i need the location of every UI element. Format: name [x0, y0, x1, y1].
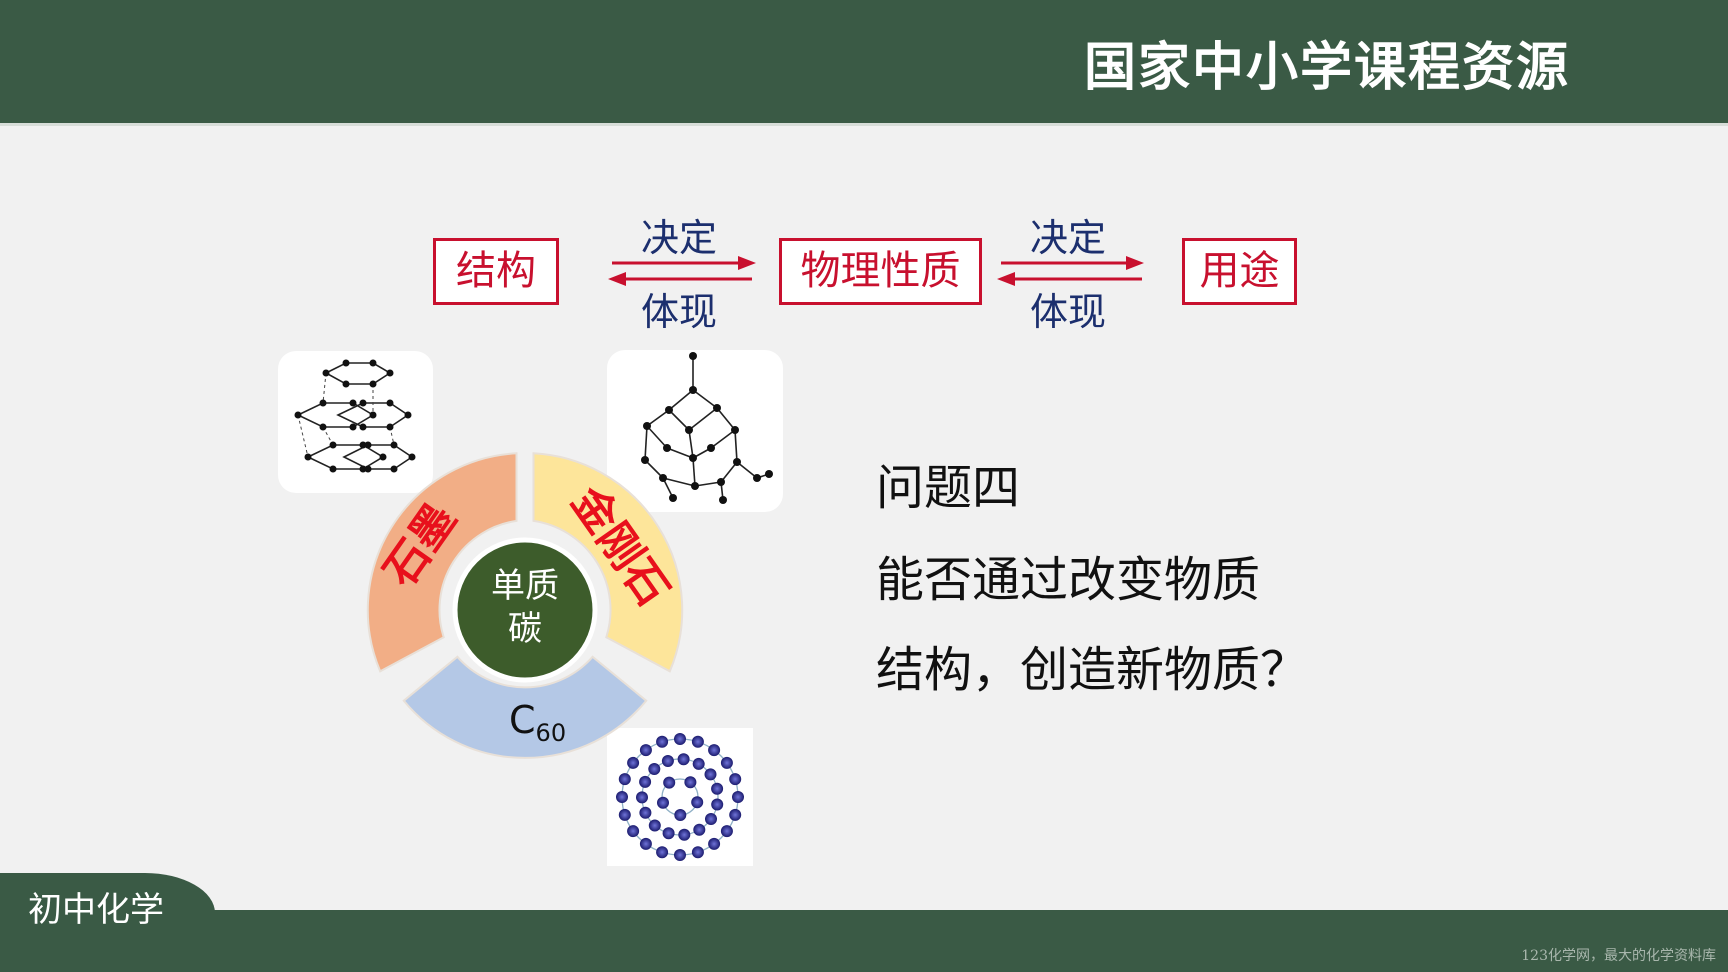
- graphite-structure-image: [278, 351, 433, 493]
- c60-atom: [618, 808, 631, 821]
- c60-atom: [729, 773, 742, 786]
- flow-node-use: 用途: [1182, 238, 1297, 305]
- c60-atom: [678, 828, 691, 841]
- c60-atom: [674, 809, 687, 821]
- c60-atom: [674, 733, 686, 745]
- c60-label: C60: [509, 698, 566, 747]
- c60-atom: [684, 776, 697, 789]
- c60-atom: [657, 796, 669, 809]
- c60-atom: [711, 782, 724, 795]
- flow-label-determines-1: 决定: [641, 216, 718, 260]
- c60-atom: [704, 768, 717, 781]
- c60-atom: [711, 798, 724, 811]
- c60-atom: [639, 744, 652, 757]
- c60-atom: [662, 827, 675, 840]
- flow-node-structure: 结构: [433, 238, 559, 305]
- graphite-label: 石墨: [374, 495, 466, 596]
- c60-atom: [720, 756, 733, 769]
- c60-atom: [691, 735, 704, 748]
- question-title: 问题四: [876, 460, 1021, 516]
- header-bar: 国家中小学课程资源: [0, 0, 1728, 126]
- c60-atom: [627, 756, 640, 769]
- watermark-text: 123化学网，最大的化学资料库: [1521, 948, 1716, 964]
- subject-label: 初中化学: [28, 890, 164, 930]
- c60-atom: [648, 763, 661, 775]
- center-label-line2: 碳: [508, 609, 542, 649]
- diamond-structure-image: [607, 350, 783, 512]
- c60-atom: [732, 791, 744, 803]
- c60-subscript: 60: [536, 719, 567, 747]
- c60-atom: [639, 806, 652, 819]
- c60-atom: [708, 837, 721, 850]
- c60-atom: [627, 825, 640, 838]
- footer-bar: [0, 910, 1728, 972]
- c60-atom: [656, 846, 669, 859]
- brand-title: 国家中小学课程资源: [1083, 38, 1570, 98]
- question-line-1: 能否通过改变物质: [876, 552, 1261, 608]
- c60-atom: [677, 753, 690, 766]
- center-circle: [452, 537, 598, 683]
- c60-atom: [705, 813, 717, 825]
- c60-atom: [656, 735, 669, 748]
- c60-atom: [639, 837, 652, 850]
- flow-label-reflects-1: 体现: [641, 290, 718, 334]
- c60-fullerene-icon: [616, 733, 744, 861]
- c60-atom: [692, 757, 705, 770]
- question-line-2: 结构，创造新物质？: [876, 642, 1309, 698]
- c60-atom: [639, 775, 652, 788]
- flow-label-determines-2: 决定: [1030, 216, 1107, 260]
- c60-atom: [708, 744, 721, 757]
- arrow-pair-2: [997, 256, 1144, 286]
- c60-atom: [663, 776, 676, 789]
- c60-atom: [691, 846, 704, 859]
- diamond-lattice-icon: [641, 352, 773, 504]
- c60-atom: [693, 823, 706, 836]
- c60-atom: [691, 796, 704, 809]
- c60-atom: [648, 819, 661, 832]
- arrow-pair-1: [608, 256, 756, 286]
- c60-atom: [618, 773, 631, 786]
- c60-atom: [616, 791, 628, 803]
- subject-tab: [0, 873, 215, 972]
- c60-atom: [661, 755, 674, 767]
- c60-atom: [720, 825, 733, 838]
- graphite-lattice-icon: [294, 359, 416, 473]
- c60-structure-image: [607, 728, 753, 866]
- c60-atom: [674, 849, 686, 861]
- flow-node-physical-property: 物理性质: [779, 238, 982, 305]
- c60-atom: [636, 791, 648, 804]
- flow-label-reflects-2: 体现: [1030, 290, 1107, 334]
- center-label-line1: 单质: [491, 566, 559, 606]
- c60-atom: [729, 808, 742, 821]
